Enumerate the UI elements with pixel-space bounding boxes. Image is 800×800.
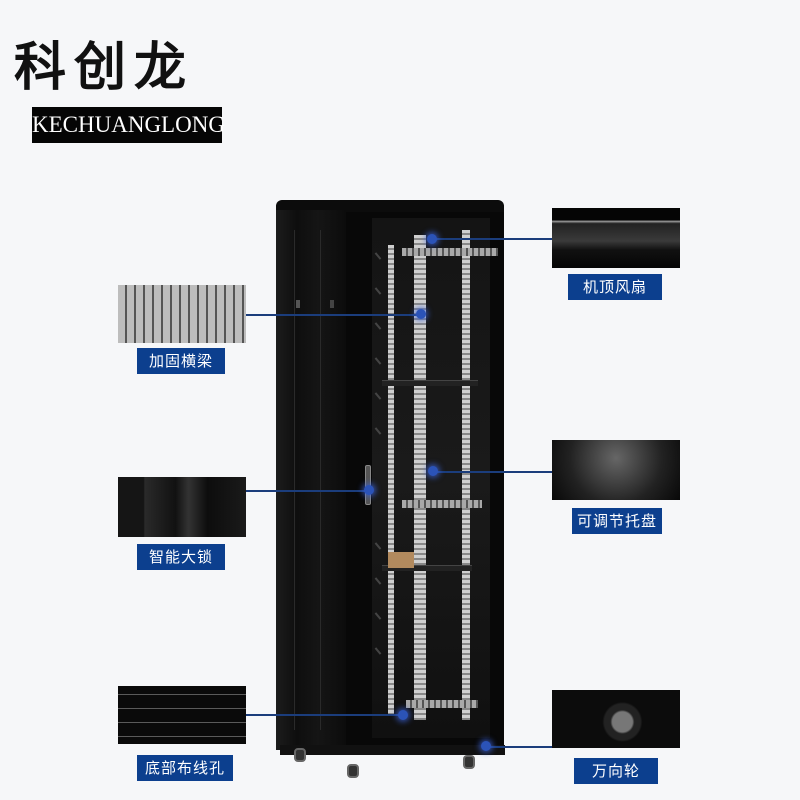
adjustable-tray-label: 可调节托盘 <box>572 508 662 534</box>
top-fan-label: 机顶风扇 <box>568 274 662 300</box>
universal-wheel-label: 万向轮 <box>574 758 658 784</box>
reinforced-beam-label: 加固横梁 <box>137 348 225 374</box>
brand-name-en: KECHUANGLONG <box>32 107 225 143</box>
reinforced-beam-marker <box>416 309 426 319</box>
top-fan-photo <box>552 208 680 268</box>
smart-lock-label: 智能大锁 <box>137 544 225 570</box>
universal-wheel-photo <box>552 690 680 748</box>
adjustable-tray-photo <box>552 440 680 500</box>
smart-lock-marker <box>364 485 374 495</box>
cabinet-side-panel <box>276 210 346 750</box>
reinforced-beam-photo <box>118 285 246 343</box>
bottom-cable-hole-label: 底部布线孔 <box>137 755 233 781</box>
smart-lock-connector <box>246 490 368 492</box>
brand-name-cn: 科创龙 <box>14 37 195 98</box>
bottom-cable-hole-marker <box>398 710 408 720</box>
reinforced-beam-connector <box>246 314 422 316</box>
cabinet-base <box>280 745 505 755</box>
bottom-cable-hole-photo <box>118 686 246 744</box>
adjustable-tray-marker <box>428 466 438 476</box>
bottom-cable-hole-connector <box>246 714 402 716</box>
universal-wheel-marker <box>481 741 491 751</box>
universal-wheel-connector <box>486 746 552 748</box>
adjustable-tray-connector <box>434 471 552 473</box>
top-fan-connector <box>432 238 552 240</box>
top-fan-marker <box>427 234 437 244</box>
smart-lock-photo <box>118 477 246 537</box>
